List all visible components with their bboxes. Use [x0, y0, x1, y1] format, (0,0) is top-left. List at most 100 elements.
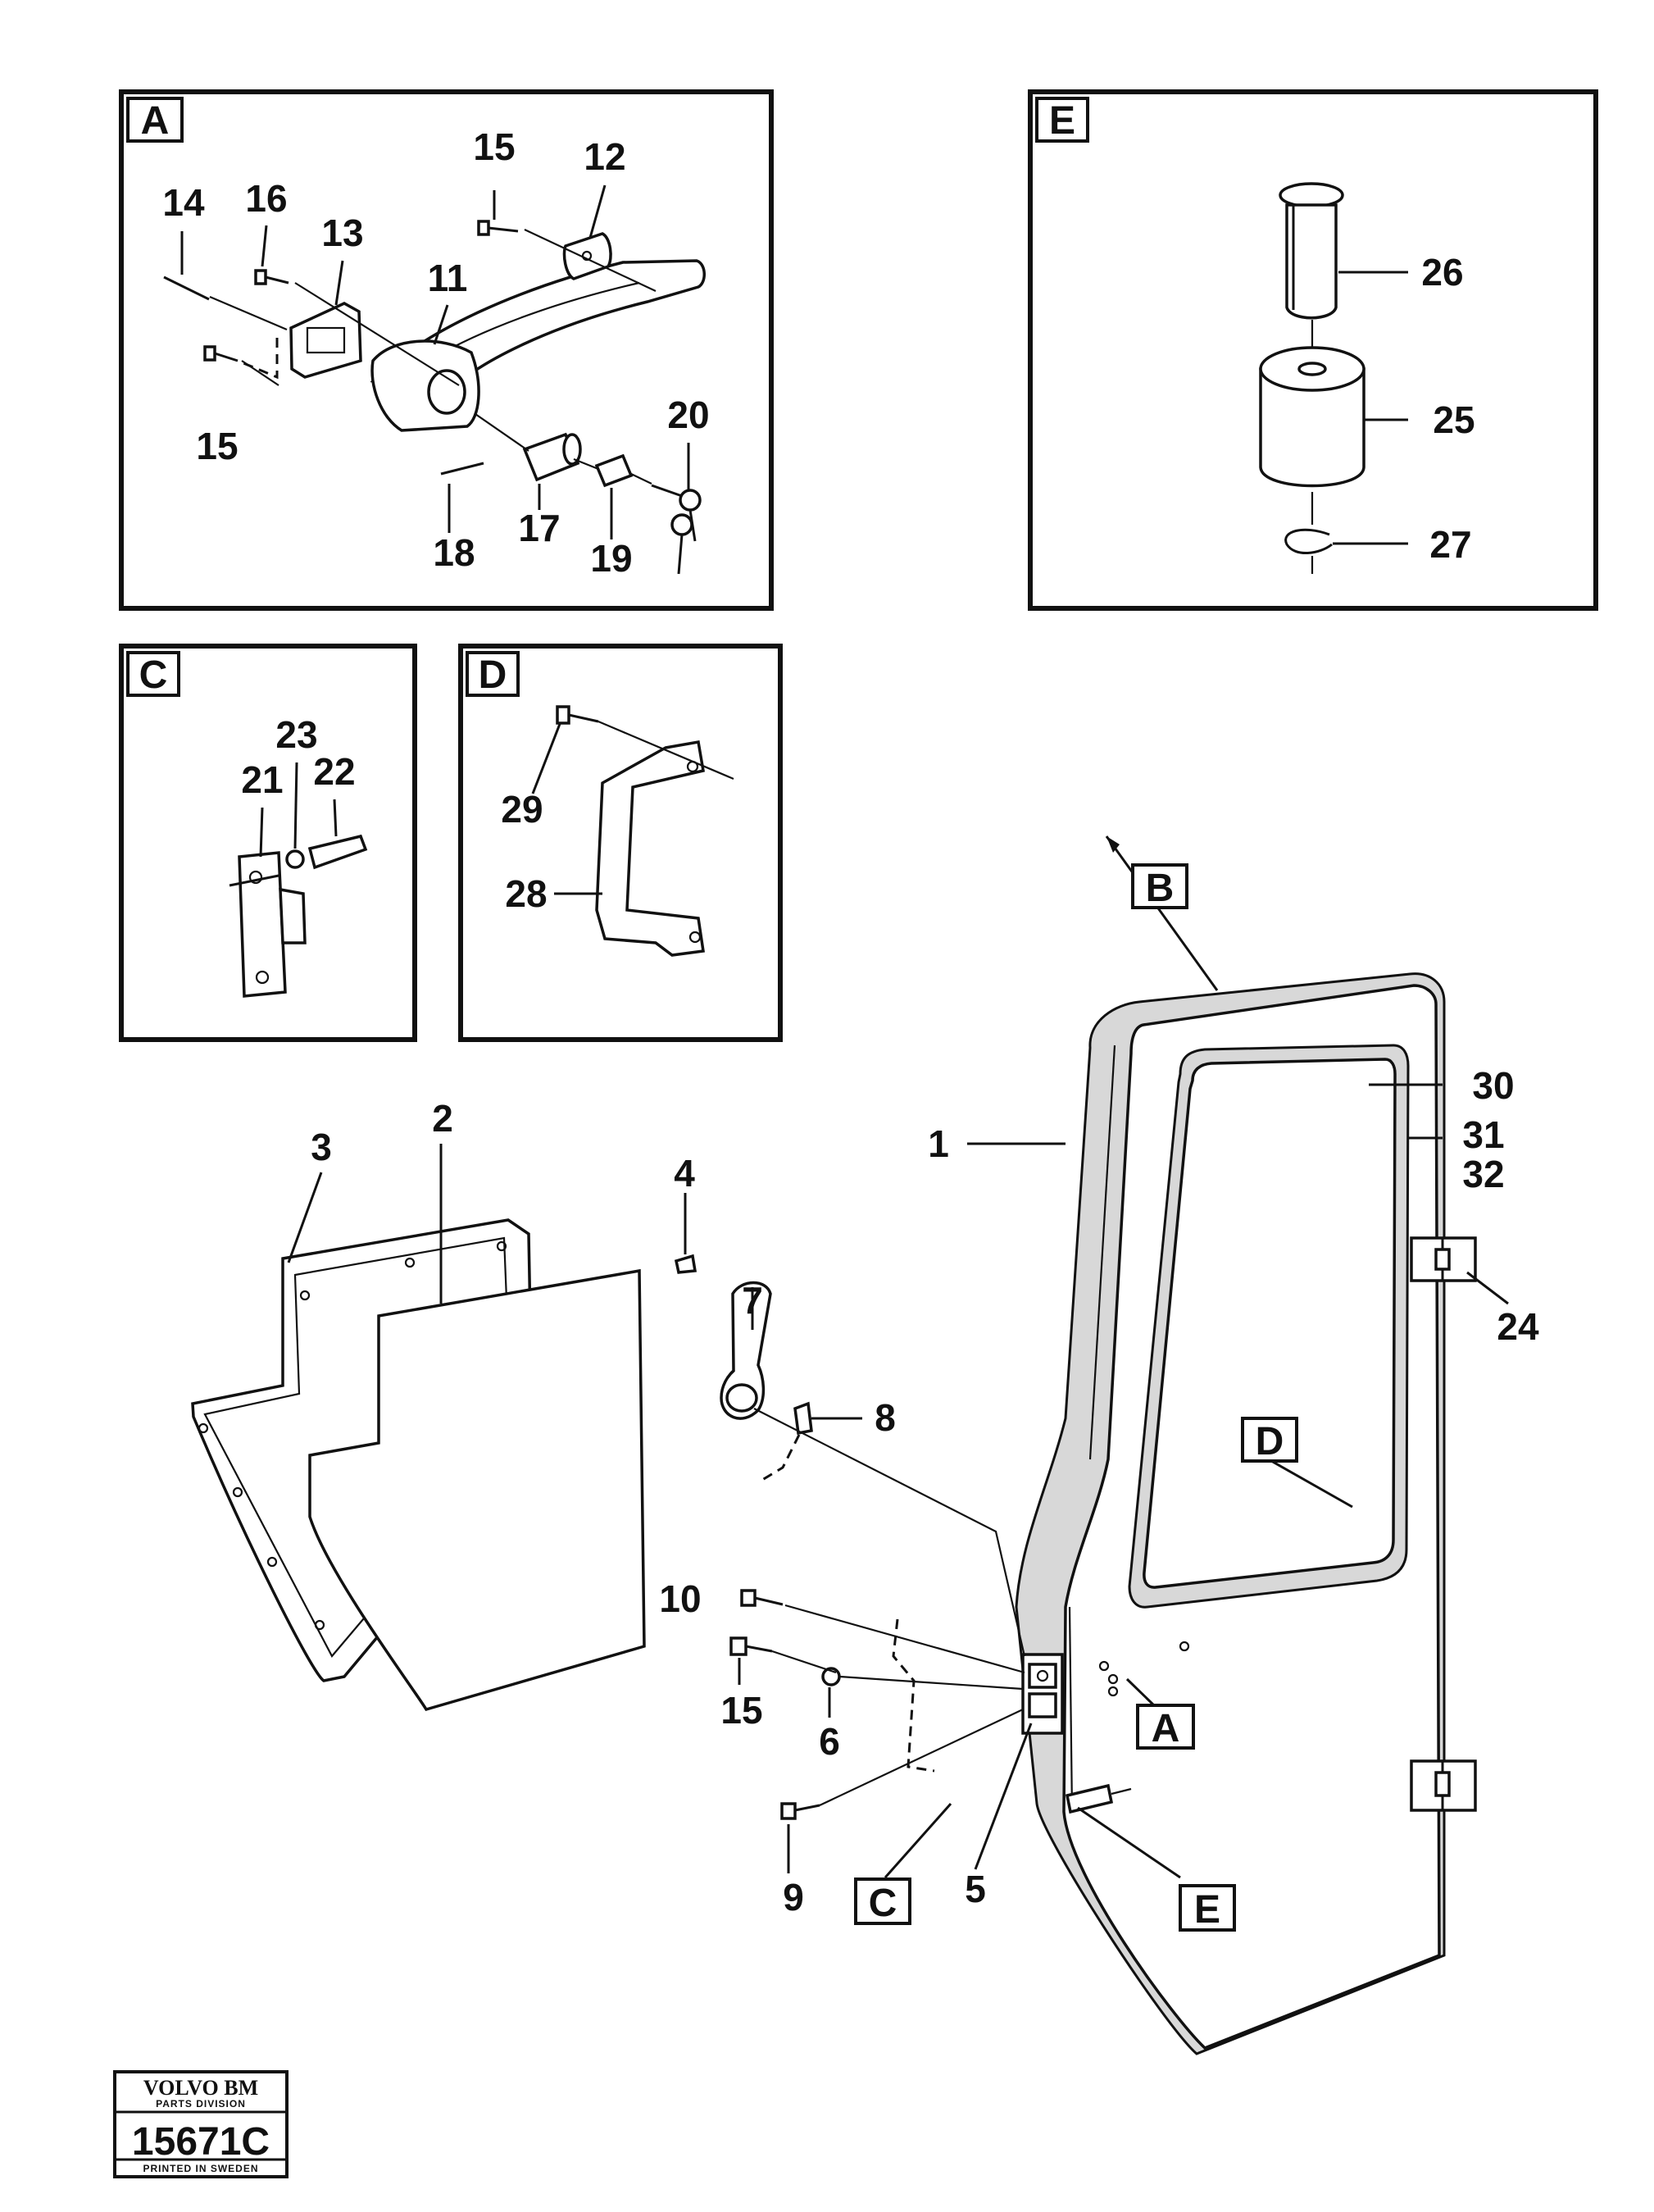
mounting-bracket	[289, 302, 362, 379]
pin-18	[440, 462, 484, 476]
screw-15-top	[477, 220, 519, 236]
screw-8	[793, 1401, 813, 1436]
logo-number: 15671C	[132, 2120, 270, 2164]
loose-parts: 4 7 8 10 15 6 9 5	[659, 1152, 1033, 1918]
screw-15-bottom	[729, 1636, 773, 1656]
logo-brand: VOLVO BM	[143, 2076, 258, 2100]
callout-20: 20	[667, 394, 709, 436]
cover-plate-2	[308, 1268, 646, 1712]
callout-32: 32	[1462, 1153, 1504, 1195]
panel-e-tag	[1035, 97, 1089, 143]
panel-c-tag	[126, 651, 180, 697]
callout-8: 8	[875, 1396, 896, 1439]
callout-21: 21	[241, 758, 283, 801]
door-ref-e	[1179, 1884, 1236, 1932]
key-set	[651, 484, 702, 575]
dashed-path-a	[237, 338, 279, 380]
door-edge-line	[1088, 1045, 1116, 1460]
panel-d-frame	[458, 644, 783, 1042]
callout-19: 19	[590, 537, 632, 580]
panel-e-label: E	[1049, 99, 1075, 143]
screw-15-left	[203, 345, 239, 362]
door-assembly: 1 30 31 32 24 A D E C B	[854, 835, 1539, 2055]
callout-26: 26	[1421, 251, 1463, 294]
callout-14: 14	[162, 181, 205, 224]
hinge-bushing	[1259, 346, 1365, 488]
callout-6: 6	[819, 1720, 840, 1763]
callout-12: 12	[584, 135, 625, 178]
callout-28: 28	[505, 872, 547, 915]
logo-division: PARTS DIVISION	[156, 2098, 246, 2110]
door-ref-b-label: B	[1146, 867, 1175, 910]
panel-d: D 29 28	[458, 644, 783, 1042]
lock-insert	[594, 453, 634, 488]
callout-15-left: 15	[196, 425, 238, 467]
assembly-lines-a	[209, 229, 657, 485]
striker-plate	[238, 851, 287, 998]
screw-9	[780, 1802, 820, 1820]
panel-c: C 23 21 22	[119, 644, 417, 1042]
lever-eye	[725, 1383, 758, 1413]
panel-d-label: D	[479, 653, 507, 697]
door-ref-c	[854, 1877, 911, 1925]
panel-c-frame	[119, 644, 417, 1042]
lock-cylinder	[522, 432, 582, 482]
logo-printed: PRINTED IN SWEDEN	[143, 2163, 258, 2174]
door-ref-d-label: D	[1256, 1420, 1284, 1463]
door-hinge-pin	[1065, 1783, 1114, 1814]
grab-handle	[595, 740, 706, 957]
striker-bolt-body	[279, 887, 307, 944]
panel-e-frame	[1028, 89, 1598, 611]
door-hole-2	[1107, 1673, 1119, 1685]
assembly-lines-door	[753, 1408, 1026, 1806]
callout-10: 10	[659, 1577, 701, 1620]
callout-27: 27	[1429, 523, 1471, 566]
door-ref-c-label: C	[869, 1882, 897, 1925]
washer-23	[285, 849, 305, 869]
cover-panels: 2 3	[191, 1097, 646, 1712]
callout-1: 1	[928, 1122, 949, 1165]
panel-c-label: C	[139, 653, 168, 697]
hinge-pin	[1279, 182, 1344, 320]
callout-15-bottom: 15	[720, 1689, 762, 1732]
plate-hole	[581, 250, 593, 262]
door-lock-area	[1021, 1653, 1064, 1735]
callout-30: 30	[1472, 1064, 1514, 1107]
callout-29: 29	[501, 788, 543, 831]
door-hole-3	[1107, 1686, 1119, 1697]
escutcheon-plate	[562, 232, 612, 280]
callout-5: 5	[965, 1868, 986, 1910]
striker-hole-top	[248, 870, 263, 885]
pin-14	[163, 275, 210, 301]
callout-23: 23	[275, 713, 317, 756]
grab-handle-hole-bottom	[688, 931, 702, 944]
hinge-upper	[1410, 1236, 1477, 1282]
door-hole-1	[1098, 1660, 1110, 1672]
screw-16	[254, 269, 289, 285]
callout-18: 18	[433, 531, 475, 574]
callout-15-top: 15	[473, 125, 515, 168]
door-ref-a	[1136, 1704, 1195, 1750]
clip-4	[674, 1254, 697, 1274]
screw-29	[556, 705, 599, 725]
callout-3: 3	[311, 1126, 332, 1168]
door-ref-e-label: E	[1194, 1888, 1220, 1932]
panel-a-label: A	[141, 99, 170, 143]
door-ref-d	[1241, 1417, 1298, 1463]
door-hole-4	[1179, 1641, 1190, 1652]
panel-a-frame	[119, 89, 774, 611]
volvo-bm-logo: VOLVO BM PARTS DIVISION 15671C PRINTED I…	[113, 2070, 289, 2178]
callout-16: 16	[245, 177, 287, 220]
door-ref-b	[1131, 863, 1188, 909]
striker-hole-bottom	[255, 970, 270, 985]
callout-24: 24	[1497, 1305, 1539, 1348]
handle-keyhole	[427, 369, 466, 415]
panel-a: A	[119, 89, 774, 611]
callout-2: 2	[432, 1097, 453, 1140]
callout-9: 9	[783, 1876, 804, 1918]
panel-a-tag	[126, 97, 184, 143]
callout-11: 11	[428, 257, 468, 299]
dashed-path-door	[892, 1618, 935, 1773]
panel-e: E 26 25 27	[1028, 89, 1598, 611]
